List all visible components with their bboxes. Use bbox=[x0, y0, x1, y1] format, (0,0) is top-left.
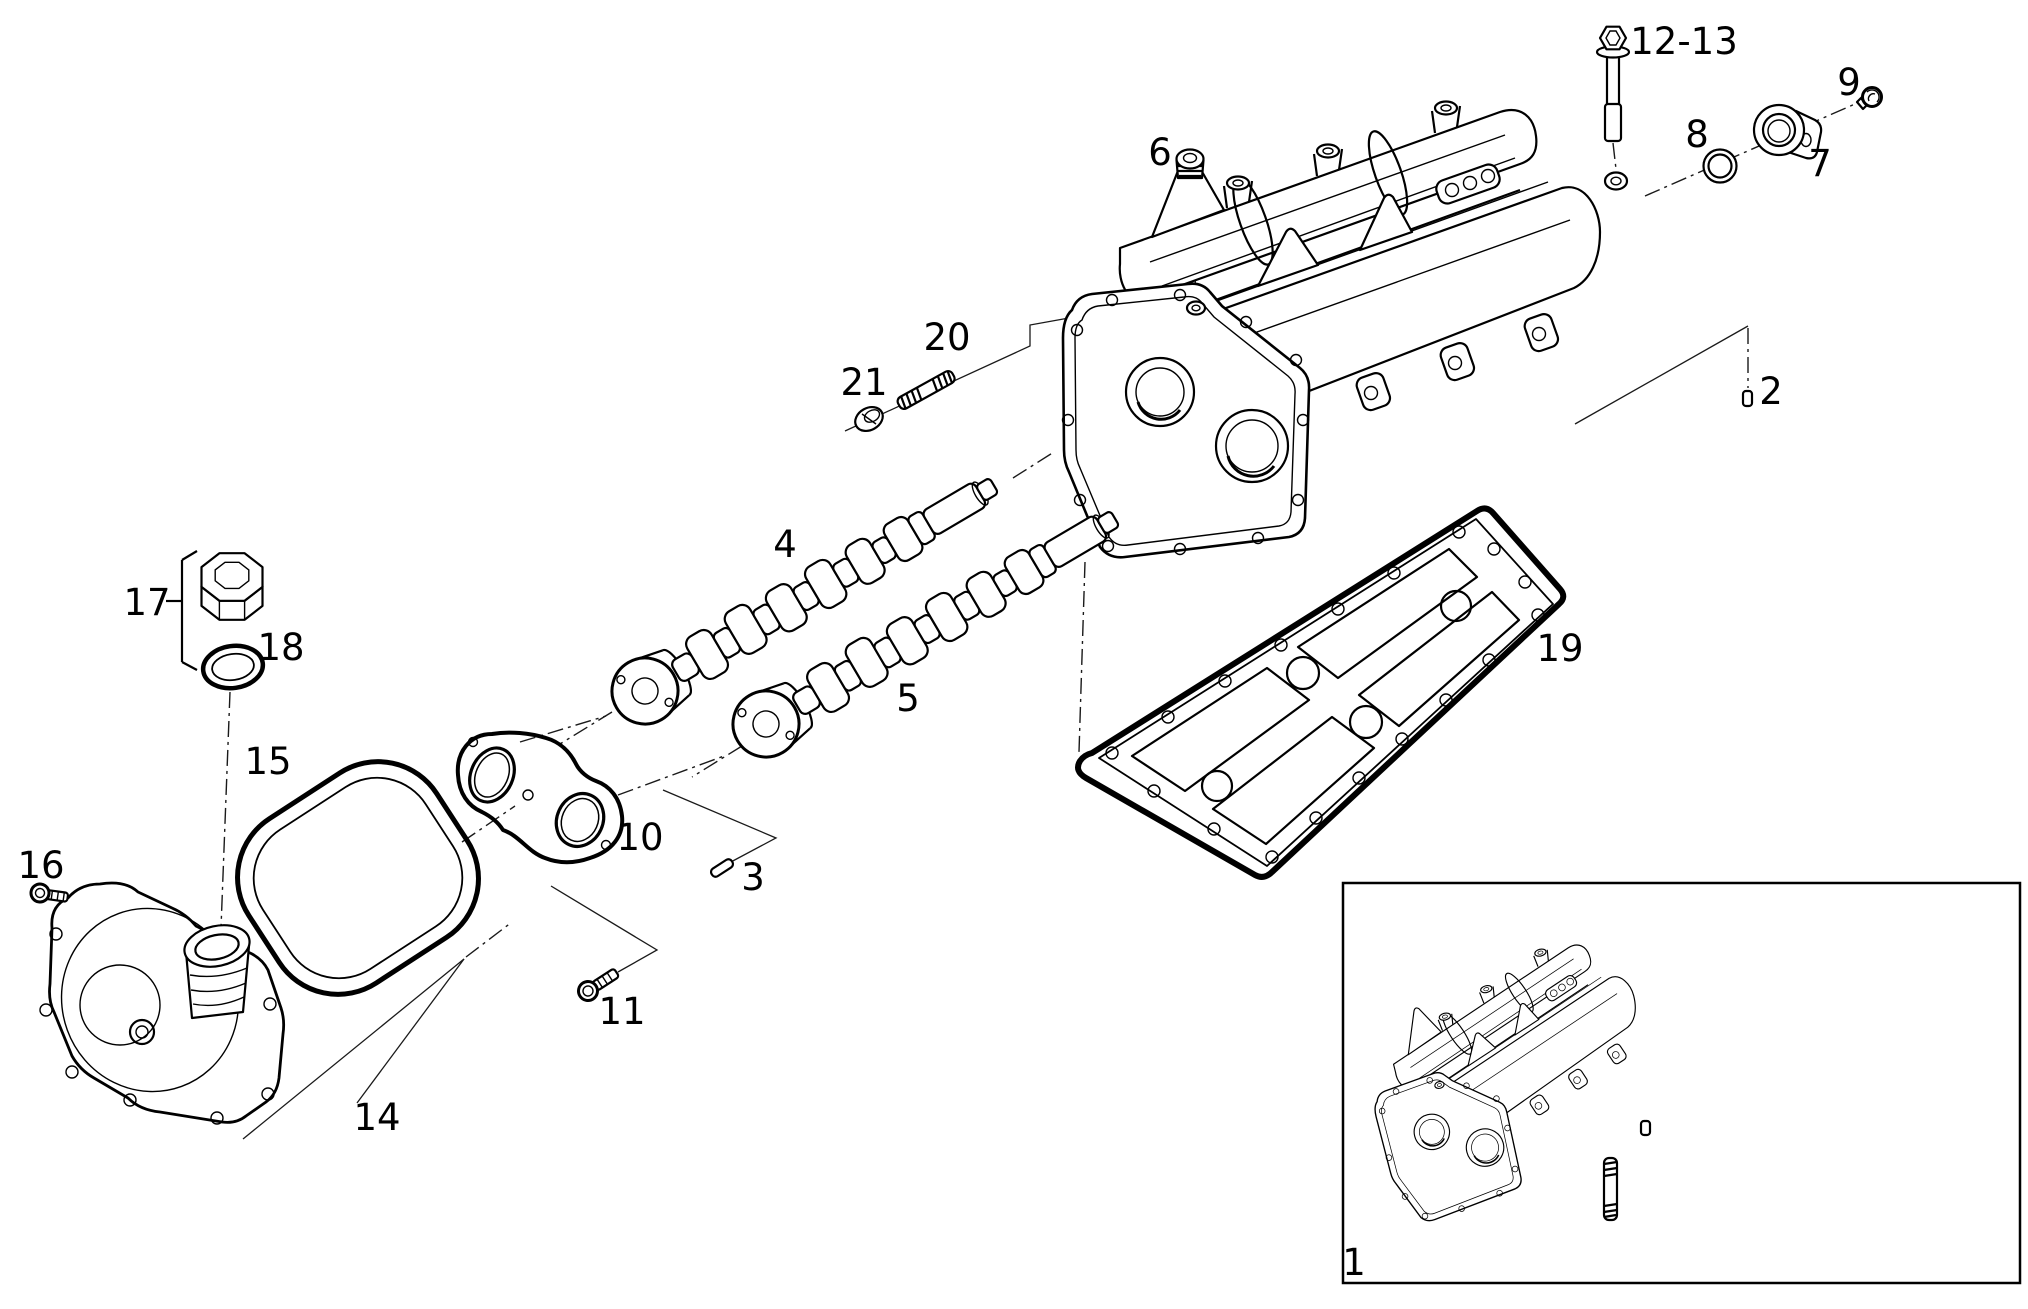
part-label-1: 1 bbox=[1342, 1241, 1366, 1284]
seal-screw bbox=[1855, 86, 1883, 111]
part-label-18: 18 bbox=[257, 626, 304, 669]
cap-seal-ring bbox=[200, 643, 266, 691]
part-label-6: 6 bbox=[1148, 131, 1172, 174]
dowel-pin bbox=[709, 858, 735, 878]
inset-pin bbox=[1639, 1119, 1652, 1137]
camshaft-housing bbox=[1061, 100, 1602, 559]
end-gasket bbox=[455, 730, 625, 865]
cover-screw bbox=[29, 882, 69, 904]
cover-plate bbox=[39, 881, 286, 1125]
part-label-17: 17 bbox=[123, 581, 170, 624]
inset-box bbox=[1341, 881, 2022, 1285]
part-label-19: 19 bbox=[1536, 627, 1583, 670]
cover-gasket bbox=[235, 759, 481, 997]
part-label-10: 10 bbox=[616, 816, 663, 859]
part-label-14: 14 bbox=[353, 1096, 400, 1139]
part-label-21: 21 bbox=[840, 361, 887, 404]
oil-filler-cap bbox=[200, 552, 264, 621]
part-label-2: 2 bbox=[1759, 370, 1783, 413]
stud bbox=[896, 369, 956, 410]
part-label-7: 7 bbox=[1808, 142, 1832, 185]
housing-gasket bbox=[1075, 505, 1567, 880]
oil-plug bbox=[1175, 148, 1205, 180]
part-label-12-13: 12-13 bbox=[1630, 20, 1738, 63]
part-label-16: 16 bbox=[17, 844, 64, 887]
camshaft-seal bbox=[1752, 103, 1823, 160]
cover-bolt bbox=[577, 968, 620, 1002]
part-label-8: 8 bbox=[1685, 113, 1709, 156]
part-label-11: 11 bbox=[598, 990, 645, 1033]
inset-stud bbox=[1602, 1156, 1619, 1222]
part-label-20: 20 bbox=[923, 316, 970, 359]
bolt-boss bbox=[1603, 171, 1629, 191]
part-label-15: 15 bbox=[244, 740, 291, 783]
dowel-pin-2 bbox=[1741, 389, 1754, 408]
seal-o-ring bbox=[1702, 148, 1738, 184]
cap-nut bbox=[854, 405, 884, 433]
housing-bolt bbox=[1595, 25, 1631, 143]
part-label-5: 5 bbox=[896, 677, 920, 720]
part-label-9: 9 bbox=[1837, 61, 1861, 104]
part-label-4: 4 bbox=[773, 523, 797, 566]
label-17-bracket bbox=[166, 550, 198, 671]
part-label-3: 3 bbox=[741, 856, 765, 899]
